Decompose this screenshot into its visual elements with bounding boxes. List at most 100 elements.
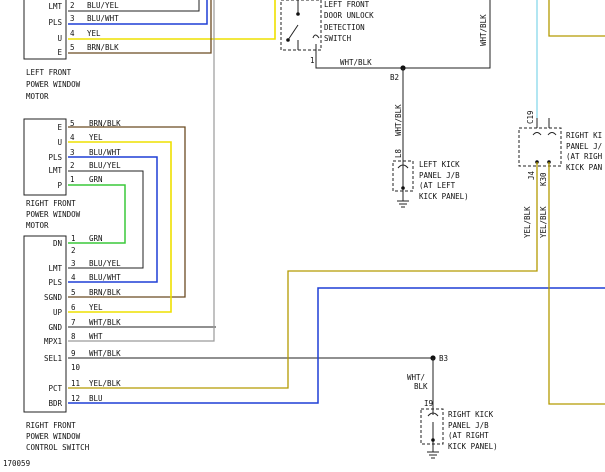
switch-pin-label: BDR xyxy=(48,399,62,408)
c19-box xyxy=(518,127,562,167)
rf-pin-label-lmt: LMT xyxy=(48,166,62,175)
l8-label-3: (AT LEFT xyxy=(419,181,456,190)
switch-pin-num: 8 xyxy=(71,332,76,341)
rf-pin-label-u: U xyxy=(57,138,62,147)
lf-wire-yel: YEL xyxy=(87,29,101,38)
rf-pin-num-2: 2 xyxy=(70,161,75,170)
rf-motor-title-1: RIGHT FRONT xyxy=(26,199,76,208)
switch-pin-num: 5 xyxy=(71,288,76,297)
switch-wire-label: BLU xyxy=(89,394,103,403)
switch-pin-num: 7 xyxy=(71,318,76,327)
c19-label-4: KICK PAN xyxy=(566,163,602,172)
l8-label-4: KICK PANEL) xyxy=(419,192,469,201)
rf-wire-grn: GRN xyxy=(89,175,103,184)
c19-label-1: RIGHT KI xyxy=(566,131,602,140)
switch-title-3: CONTROL SWITCH xyxy=(26,443,90,452)
rf-pin-label-e: E xyxy=(57,123,62,132)
unlock-switch-title-1: LEFT FRONT xyxy=(324,0,370,9)
switch-wire-label: YEL xyxy=(89,303,103,312)
switch-wire-label: YEL/BLK xyxy=(89,379,121,388)
i9-node xyxy=(431,438,435,442)
rf-pin-label-p: P xyxy=(57,181,62,190)
c19-code: C19 xyxy=(526,110,535,124)
rf-wire-blu-wht: BLU/WHT xyxy=(89,148,121,157)
rf-pin-num-4: 4 xyxy=(70,133,75,142)
left-front-motor-box xyxy=(23,0,67,60)
control-switch xyxy=(23,235,67,413)
control-switch-box xyxy=(23,235,67,413)
lf-pin-num-2: 2 xyxy=(70,1,75,10)
lf-wire-brn-blk: BRN/BLK xyxy=(87,43,119,52)
rf-pin-num-5: 5 xyxy=(70,119,75,128)
switch-pin-num: 9 xyxy=(71,349,76,358)
i9-box xyxy=(420,408,444,445)
lf-pin-num-3: 3 xyxy=(70,14,75,23)
lf-wire-line-blu-wht xyxy=(68,0,208,25)
switch-wire-label: GRN xyxy=(89,234,103,243)
lf-wire-line-brn-blk xyxy=(68,0,212,54)
l8-connector-icon xyxy=(397,164,409,169)
junction-b3-label: B3 xyxy=(439,354,448,363)
i9-connector-icon xyxy=(427,412,439,417)
b3-wire-label-1: WHT/ xyxy=(407,373,425,382)
lf-motor-title-1: LEFT FRONT xyxy=(26,68,72,77)
rf-pin-num-3: 3 xyxy=(70,148,75,157)
switch-wire-label: BLU/WHT xyxy=(89,273,121,282)
switch-pin-label: LMT xyxy=(48,264,62,273)
unlock-switch-title-3: DETECTION xyxy=(324,23,365,32)
rf-wire-yel: YEL xyxy=(89,133,103,142)
unlock-switch-title-4: SWITCH xyxy=(324,34,352,43)
switch-pin-num: 6 xyxy=(71,303,76,312)
i9-code: I9 xyxy=(424,399,433,408)
switch-pin-num: 3 xyxy=(71,259,76,268)
i9-connector: I9 RIGHT KICK PANEL J/B (AT RIGHT KICK P… xyxy=(420,399,498,459)
switch-pin-label: MPX1 xyxy=(44,337,62,346)
switch-wire-label: BRN/BLK xyxy=(89,288,121,297)
switch-pin-label: SEL1 xyxy=(44,354,62,363)
rf-pin-num-1: 1 xyxy=(70,175,75,184)
lf-pin-label-pls: PLS xyxy=(48,18,62,27)
rf-wire-line-yel xyxy=(68,141,172,313)
switch-pin-label: UP xyxy=(53,308,63,317)
l8-label-1: LEFT KICK xyxy=(419,160,460,169)
switch-pin-num: 2 xyxy=(71,246,76,255)
i9-label-3: (AT RIGHT xyxy=(448,431,489,440)
sw-wire-mpx1-wht xyxy=(68,0,215,342)
unlock-switch-contact xyxy=(287,0,299,50)
right-front-motor-box xyxy=(23,118,67,196)
switch-pin-label: SGND xyxy=(44,293,63,302)
switch-wire-label: WHT xyxy=(89,332,103,341)
c19-pin-j4: J4 xyxy=(527,170,536,180)
switch-pin-label: DN xyxy=(53,239,62,248)
c19-label-3: (AT RIGH xyxy=(566,152,603,161)
rf-motor-title-2: POWER WINDOW xyxy=(26,210,81,219)
lf-pin-num-4: 4 xyxy=(70,29,75,38)
switch-wire-label: WHT/BLK xyxy=(89,349,121,358)
switch-pin-label: GND xyxy=(48,323,62,332)
unlock-switch-pin-num: 1 xyxy=(310,56,315,65)
lf-motor-title-3: MOTOR xyxy=(26,92,49,101)
lf-pin-label-lmt: LMT xyxy=(48,2,62,11)
unlock-switch-title-2: DOOR UNLOCK xyxy=(324,11,374,20)
rf-wire-line-blu-yel xyxy=(68,170,144,269)
i9-label-1: RIGHT KICK xyxy=(448,410,494,419)
i9-label-4: KICK PANEL) xyxy=(448,442,498,451)
lf-wire-blu-yel: BLU/YEL xyxy=(87,1,119,10)
unlock-switch-box xyxy=(280,0,322,51)
switch-pin-num: 1 xyxy=(71,234,76,243)
c19-connector: C19 RIGHT KI PANEL J/ (AT RIGH KICK PAN … xyxy=(518,110,603,186)
l8-code: L8 xyxy=(394,148,403,158)
switch-title-2: POWER WINDOW xyxy=(26,432,81,441)
switch-wire-label: WHT/BLK xyxy=(89,318,121,327)
right-top-yellow-wire xyxy=(548,0,605,37)
switch-pin-num: 11 xyxy=(71,379,80,388)
rf-motor-title-3: MOTOR xyxy=(26,221,49,230)
switch-pin-num: 12 xyxy=(71,394,80,403)
i9-label-2: PANEL J/B xyxy=(448,421,489,430)
unlock-wire-label: WHT/BLK xyxy=(340,58,372,67)
c19-pin-k30: K30 xyxy=(539,172,548,186)
lf-pin-label-e: E xyxy=(57,48,62,57)
lf-motor-title-2: POWER WINDOW xyxy=(26,80,81,89)
k30-yel-blk-wire xyxy=(548,162,605,405)
